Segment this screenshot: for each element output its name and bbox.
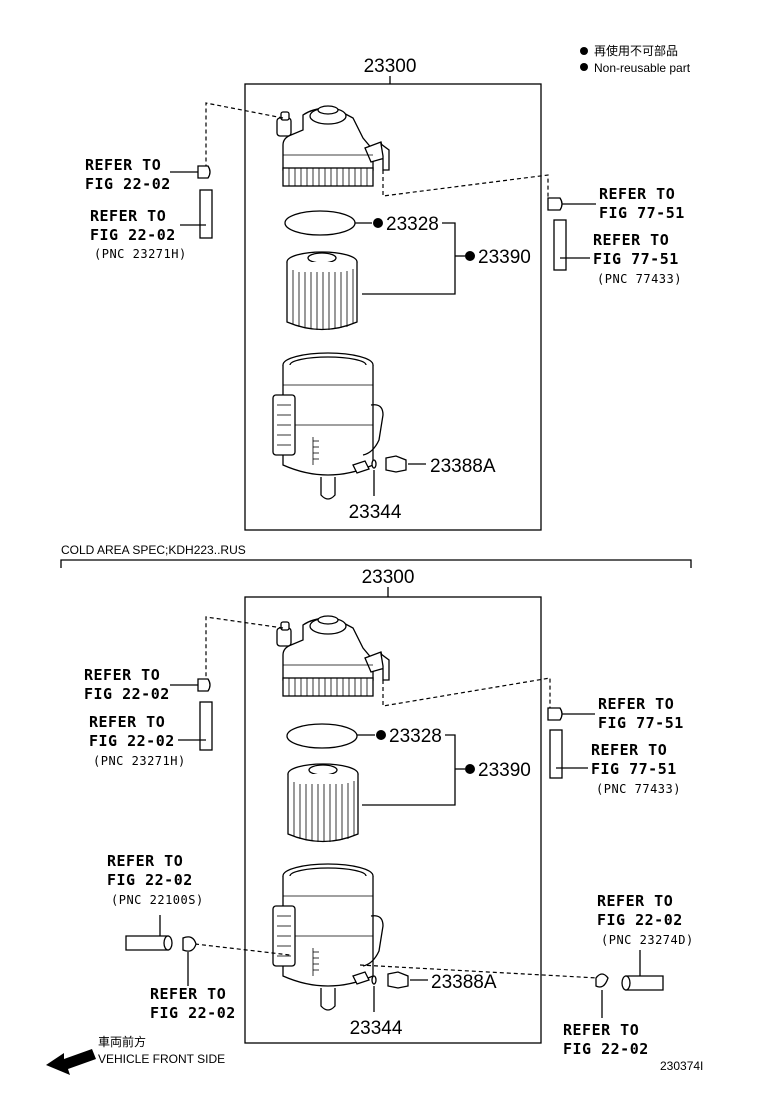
ref-line2: FIG 22-02: [150, 1004, 236, 1022]
non-reusable-bullet-icon: [580, 47, 588, 55]
ref-pnc: (PNC 23274D): [601, 933, 694, 947]
ref-line2: FIG 77-51: [593, 250, 679, 268]
ref-line1: REFER TO: [593, 231, 669, 249]
filter-head: [276, 615, 390, 697]
ref-line2: FIG 22-02: [85, 175, 171, 193]
filter-head: [276, 105, 390, 187]
part-number-drain-plug: 23388A: [431, 972, 497, 993]
ref-pnc: (PNC 23271H): [93, 754, 186, 768]
ref-pnc: (PNC 23271H): [94, 247, 187, 261]
direction-label-en: VEHICLE FRONT SIDE: [98, 1052, 225, 1066]
non-reusable-bullet-icon: [465, 764, 475, 774]
ref-line1: REFER TO: [84, 666, 160, 684]
section-label: COLD AREA SPEC;KDH223..RUS: [61, 543, 246, 557]
hose-icon: [199, 701, 213, 751]
ref-line1: REFER TO: [597, 892, 673, 910]
ref-line1: REFER TO: [598, 695, 674, 713]
hose-clamp-icon: [547, 197, 563, 211]
upper-assembly: 23300 REFER TO FIG 22-02 REFER TO FIG 22…: [85, 56, 685, 531]
part-number-element: 23390: [478, 247, 531, 268]
ref-line1: REFER TO: [591, 741, 667, 759]
hose-icon: [199, 189, 213, 239]
filter-element: [286, 251, 358, 331]
figure-number: 230374I: [660, 1059, 703, 1073]
hose-icon: [553, 219, 567, 271]
non-reusable-bullet-icon: [465, 251, 475, 261]
part-number-element: 23390: [478, 760, 531, 781]
ref-line2: FIG 77-51: [591, 760, 677, 778]
gasket-ring: [284, 210, 356, 236]
assembly-number: 23300: [362, 567, 415, 588]
ref-line2: FIG 77-51: [599, 204, 685, 222]
part-number-gasket: 23328: [386, 214, 439, 235]
ref-line2: FIG 22-02: [84, 685, 170, 703]
drain-plug: [387, 971, 409, 989]
hose-clamp-icon: [182, 936, 197, 952]
o-ring: [371, 459, 377, 469]
hose-clamp-icon: [197, 678, 211, 692]
ref-line1: REFER TO: [85, 156, 161, 174]
ref-pnc: (PNC 77433): [596, 782, 681, 796]
filter-element: [287, 763, 359, 843]
assembly-frame: [244, 83, 542, 531]
hose-icon: [125, 935, 169, 951]
ref-line1: REFER TO: [563, 1021, 639, 1039]
assembly-number: 23300: [364, 56, 417, 77]
section-bracket: [60, 559, 692, 568]
non-reusable-bullet-icon: [376, 730, 386, 740]
direction-label-ja: 車両前方: [98, 1034, 146, 1049]
ref-line2: FIG 22-02: [90, 226, 176, 244]
non-reusable-bullet-icon: [580, 63, 588, 71]
ref-line2: FIG 22-02: [89, 732, 175, 750]
gasket-ring: [286, 723, 358, 749]
part-number-o-ring: 23344: [349, 502, 402, 523]
hose-icon: [549, 729, 563, 779]
part-number-gasket: 23328: [389, 726, 442, 747]
o-ring: [371, 975, 377, 985]
ref-line2: FIG 22-02: [597, 911, 683, 929]
ref-line1: REFER TO: [90, 207, 166, 225]
filter-bowl: [272, 863, 384, 1011]
lower-assembly: 23300 REFER TO FIG 22-02 REFER TO FIG 22…: [84, 567, 694, 1058]
hose-clamp-icon: [595, 973, 609, 988]
ref-line1: REFER TO: [150, 985, 226, 1003]
hose-clamp-icon: [547, 707, 563, 721]
ref-line1: REFER TO: [107, 852, 183, 870]
non-reusable-bullet-icon: [373, 218, 383, 228]
ref-line2: FIG 22-02: [563, 1040, 649, 1058]
filter-bowl: [272, 352, 384, 500]
ref-pnc: (PNC 22100S): [111, 893, 204, 907]
ref-line1: REFER TO: [599, 185, 675, 203]
legend-ja: 再使用不可部品: [594, 43, 678, 58]
legend-en: Non-reusable part: [594, 61, 691, 75]
ref-line2: FIG 22-02: [107, 871, 193, 889]
part-number-drain-plug: 23388A: [430, 456, 496, 477]
ref-pnc: (PNC 77433): [597, 272, 682, 286]
part-number-o-ring: 23344: [350, 1018, 403, 1039]
assembly-frame: [244, 596, 542, 1044]
drain-plug: [385, 455, 407, 473]
hose-clamp-icon: [197, 165, 211, 179]
front-arrow-icon: [46, 1049, 96, 1075]
hose-icon: [625, 975, 664, 991]
ref-line1: REFER TO: [89, 713, 165, 731]
ref-line2: FIG 77-51: [598, 714, 684, 732]
